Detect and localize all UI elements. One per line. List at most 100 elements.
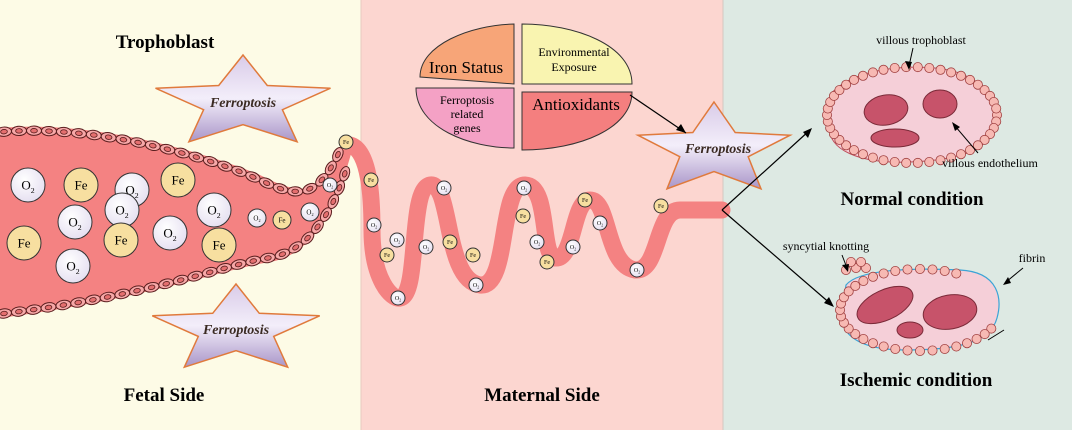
villous-cell (951, 341, 962, 352)
trophoblast-cell (217, 160, 233, 172)
svg-text:Fe: Fe (368, 178, 374, 184)
iron-particle: Fe (577, 192, 593, 208)
trophoblast-cell (287, 186, 304, 197)
oxygen-particle: O2 (436, 180, 452, 196)
ferroptosis-star-center: Ferroptosis (635, 100, 793, 191)
svg-text:O2: O2 (521, 186, 527, 193)
arrow-factors-to-ferroptosis (629, 94, 687, 134)
iron-particle: Fe (465, 247, 481, 263)
oxygen-particle: O2 (104, 192, 140, 228)
trophoblast-cell (70, 297, 87, 308)
trophoblast-cell (272, 183, 289, 195)
villous-cell (979, 134, 990, 145)
villous-cell (858, 275, 869, 286)
villous-cell (915, 345, 926, 356)
villous-cell (841, 140, 852, 151)
iron-particle: Fe (379, 247, 395, 263)
svg-text:Fe: Fe (213, 238, 226, 253)
oxygen-particle: O2 (418, 239, 434, 255)
svg-text:O2: O2 (570, 245, 576, 252)
oxygen-particle: O2 (322, 177, 338, 193)
svg-text:O2: O2 (534, 240, 540, 247)
svg-text:O2: O2 (306, 208, 313, 217)
svg-text:O2: O2 (441, 186, 447, 193)
svg-text:O2: O2 (597, 221, 603, 228)
villous-cell (939, 265, 950, 276)
oxygen-particle: O2 (565, 239, 581, 255)
trophoblast-cell (231, 165, 247, 177)
villous-cell (858, 70, 869, 81)
svg-text:Fe: Fe (384, 253, 390, 259)
environmental-label: Environmental (538, 45, 610, 59)
trophoblast-cell-layer-top (0, 125, 344, 197)
ferroptosis-label-top: Ferroptosis (209, 96, 277, 111)
maternal-blood-cells: FeO2FeO2O2FeO2O2FeO2FeO2O2FeO2FeO2FeO2O2… (322, 134, 669, 306)
exposure-label: Exposure (551, 60, 596, 74)
villous-cell (878, 64, 889, 75)
villous-cell (962, 338, 973, 349)
villous-cell (946, 152, 957, 163)
oxygen-particle: O2 (10, 167, 46, 203)
villous-endothelium-label: villous endothelium (942, 156, 1038, 170)
svg-text:Fe: Fe (172, 173, 185, 188)
iron-particle: Fe (363, 172, 379, 188)
trophoblast-cell (85, 129, 102, 141)
svg-text:O2: O2 (473, 283, 479, 290)
oxygen-particle: O2 (468, 277, 484, 293)
trophoblast-cell (245, 255, 262, 267)
syncytial-knotting-label: syncytial knotting (783, 239, 869, 253)
ferroptosis-star-bottom: Ferroptosis (151, 282, 321, 369)
oxygen-particle: O2 (55, 248, 91, 284)
normal-villus (822, 62, 1003, 168)
villous-cell (878, 341, 889, 352)
iron-particle: Fe (515, 208, 531, 224)
villous-cell (927, 345, 938, 356)
villous-cell (902, 264, 913, 275)
trophoblast-cell (324, 160, 337, 176)
trophoblast-cell (70, 128, 87, 139)
trophoblast-cell (100, 131, 117, 143)
trophoblast-cell-layer-bottom (0, 166, 351, 319)
trophoblast-cell (114, 288, 131, 300)
villous-cell (850, 280, 861, 291)
villous-cell (902, 345, 913, 356)
ferroptosis-star-top: Ferroptosis (155, 53, 331, 144)
villous-cell (971, 333, 982, 344)
trophoblast-cell (11, 125, 27, 137)
svg-text:Fe: Fe (582, 198, 588, 204)
oxygen-particle: O2 (196, 192, 232, 228)
villous-cell (890, 265, 901, 276)
oxygen-particle: O2 (629, 262, 645, 278)
factor-ellipse: Iron Status Environmental Exposure Ferro… (415, 23, 633, 151)
iron-particle: Fe (338, 134, 354, 150)
trophoblast-cell (230, 259, 247, 270)
ferroptosis-label-bottom: Ferroptosis (202, 323, 270, 338)
svg-text:O2: O2 (395, 296, 401, 303)
trophoblast-cell (187, 270, 204, 282)
villous-cell (924, 156, 935, 167)
trophoblast-cell (159, 143, 176, 155)
maternal-vessel (341, 136, 731, 307)
villous-cell (956, 70, 967, 81)
oxygen-particle: O2 (247, 208, 267, 228)
oxygen-particle: O2 (529, 234, 545, 250)
ischemic-condition-caption: Ischemic condition (840, 370, 993, 391)
villous-cell (890, 343, 901, 354)
trophoblast-cell (0, 308, 12, 319)
trophoblast-cell (26, 125, 42, 136)
villous-cell (939, 343, 950, 354)
trophoblast-cell (288, 241, 303, 254)
fibrin-label: fibrin (1019, 251, 1046, 265)
trophoblast-cell (332, 147, 344, 163)
villous-cell (878, 155, 889, 166)
trophoblast-cell (40, 302, 57, 313)
trophoblast-cell (300, 231, 315, 245)
iron-particle: Fe (272, 210, 292, 230)
oxygen-particle: O2 (389, 232, 405, 248)
villous-cell (979, 329, 990, 340)
svg-text:O2: O2 (371, 223, 377, 230)
villous-cell (867, 152, 878, 163)
svg-text:O2: O2 (634, 268, 640, 275)
